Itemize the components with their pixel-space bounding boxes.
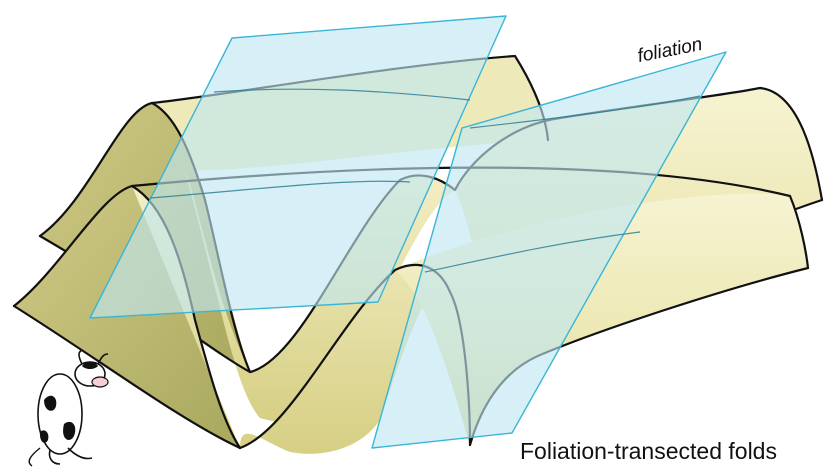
foliation-planes [89, 15, 727, 449]
foliation-plane-left [89, 15, 507, 319]
foliation-trace-upper [213, 88, 471, 101]
foliation-trace-right [469, 95, 701, 129]
cow-icon [28, 349, 109, 467]
foliation-plane-right [371, 51, 727, 449]
lower-fold-left-limb [14, 186, 240, 448]
foliation-trace-right-low [424, 231, 641, 273]
foliation-trace-lower [149, 180, 411, 199]
diagram-title: Foliation-transected folds [520, 438, 777, 464]
lower-fold-trough-front [132, 186, 440, 454]
lower-fold-bottom-edge [12, 304, 242, 450]
